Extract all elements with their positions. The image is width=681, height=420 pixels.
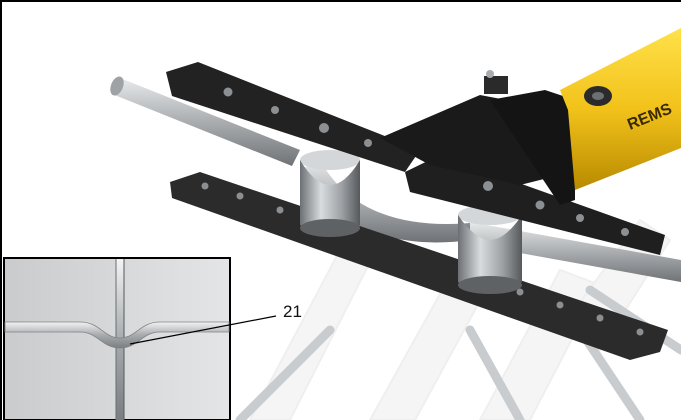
upper-plate-right [405,155,665,255]
roller-left [300,150,360,237]
callout-number: 21 [283,302,302,321]
lower-plate [170,172,668,360]
pipe-left [112,78,300,166]
pipe-right [470,222,681,282]
roller-right [458,205,522,294]
hydraulic-cylinder [560,28,681,190]
inset-closeup [3,257,277,420]
